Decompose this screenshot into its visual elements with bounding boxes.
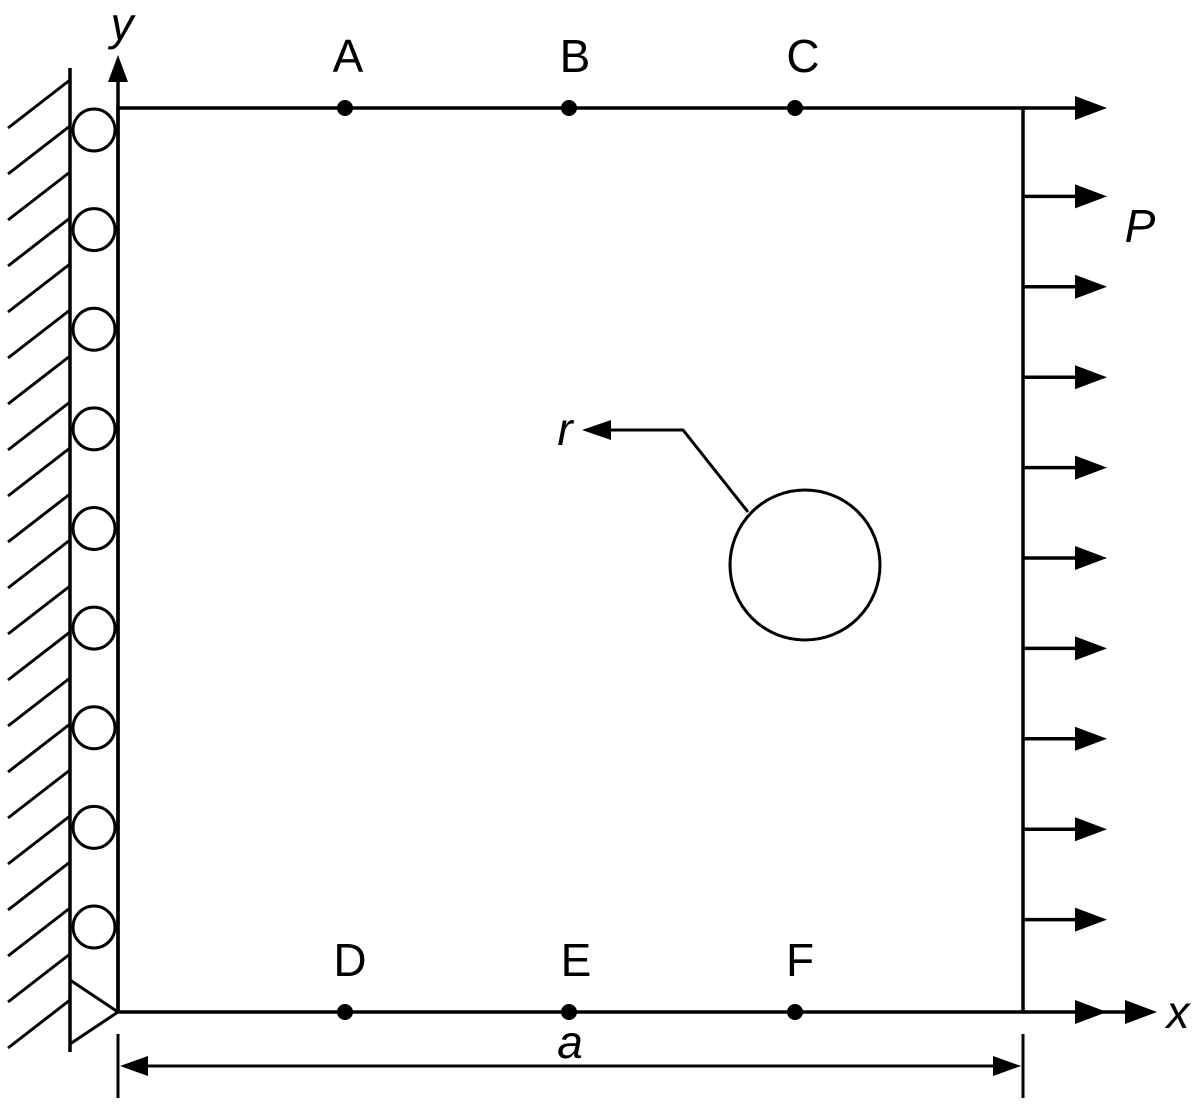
- roller: [71, 406, 117, 452]
- top-edge-arrowhead: [1075, 96, 1107, 120]
- hatch-line: [7, 722, 71, 774]
- load-arrowhead: [1075, 365, 1107, 390]
- point-e-dot: [561, 1004, 577, 1020]
- fixed-wall: [7, 68, 72, 1052]
- hatch-line: [7, 906, 71, 958]
- hatch-line: [7, 952, 71, 1004]
- roller: [71, 506, 117, 551]
- y-axis-label: y: [108, 0, 137, 50]
- hatch-line: [7, 998, 71, 1050]
- point-d-dot: [337, 1004, 353, 1020]
- x-axis-arrowhead-1: [1075, 1000, 1107, 1024]
- load-label: P: [1125, 200, 1156, 252]
- point-b-label: B: [560, 30, 591, 82]
- roller: [71, 705, 117, 751]
- width-dimension: a: [116, 1016, 1025, 1098]
- bottom-points: D E F: [333, 934, 814, 1020]
- hatch-line: [7, 630, 71, 682]
- roller: [71, 107, 117, 153]
- width-label: a: [557, 1016, 583, 1068]
- y-axis-arrowhead: [108, 55, 128, 82]
- distributed-load: [1023, 184, 1107, 932]
- roller: [71, 804, 117, 850]
- hatch-line: [7, 676, 71, 728]
- point-c-label: C: [786, 30, 819, 82]
- load-arrowhead: [1075, 546, 1107, 570]
- hole-leader-arrowhead: [582, 420, 611, 440]
- hatch-line: [7, 446, 71, 498]
- hatch-line: [7, 768, 71, 820]
- load-arrowhead: [1075, 726, 1107, 751]
- hatch-line: [7, 262, 71, 314]
- hatch-line: [7, 78, 71, 130]
- x-axis-label: x: [1165, 986, 1192, 1038]
- hatch-line: [7, 860, 71, 912]
- hole-radius-label: r: [557, 403, 574, 455]
- hatch-line: [7, 584, 71, 636]
- point-e-label: E: [561, 934, 592, 986]
- top-points: A B C: [333, 30, 820, 116]
- load-arrowhead: [1075, 274, 1107, 299]
- roller: [71, 904, 117, 950]
- hatch-line: [7, 124, 71, 176]
- hatch-line: [7, 308, 71, 360]
- point-c-dot: [787, 100, 803, 116]
- hole-leader-line: [608, 428, 750, 513]
- hole: [728, 488, 882, 642]
- hatch-line: [7, 538, 71, 590]
- hatch-line: [7, 354, 71, 406]
- hatch-line: [7, 170, 71, 222]
- plate: [116, 106, 1025, 1014]
- hatch-line: [7, 492, 71, 544]
- hatch-line: [7, 400, 71, 452]
- point-f-label: F: [786, 934, 814, 986]
- roller: [71, 306, 117, 352]
- load-arrowhead: [1075, 817, 1107, 842]
- x-axis-arrowhead-2: [1125, 1000, 1157, 1024]
- point-f-dot: [787, 1004, 803, 1020]
- load-arrowhead: [1075, 636, 1107, 661]
- hatch-line: [7, 814, 71, 866]
- wall-hatching: [7, 78, 71, 1050]
- pin-support: [69, 978, 121, 1046]
- point-b-dot: [561, 100, 577, 116]
- point-a-dot: [337, 100, 353, 116]
- roller: [71, 207, 117, 253]
- point-d-label: D: [333, 934, 366, 986]
- load-arrowhead: [1075, 184, 1107, 209]
- hatch-line: [7, 216, 71, 268]
- load-arrowhead: [1075, 455, 1107, 480]
- load-arrowhead: [1075, 907, 1107, 932]
- roller-supports: [71, 107, 117, 950]
- roller: [71, 605, 117, 651]
- point-a-label: A: [333, 30, 364, 82]
